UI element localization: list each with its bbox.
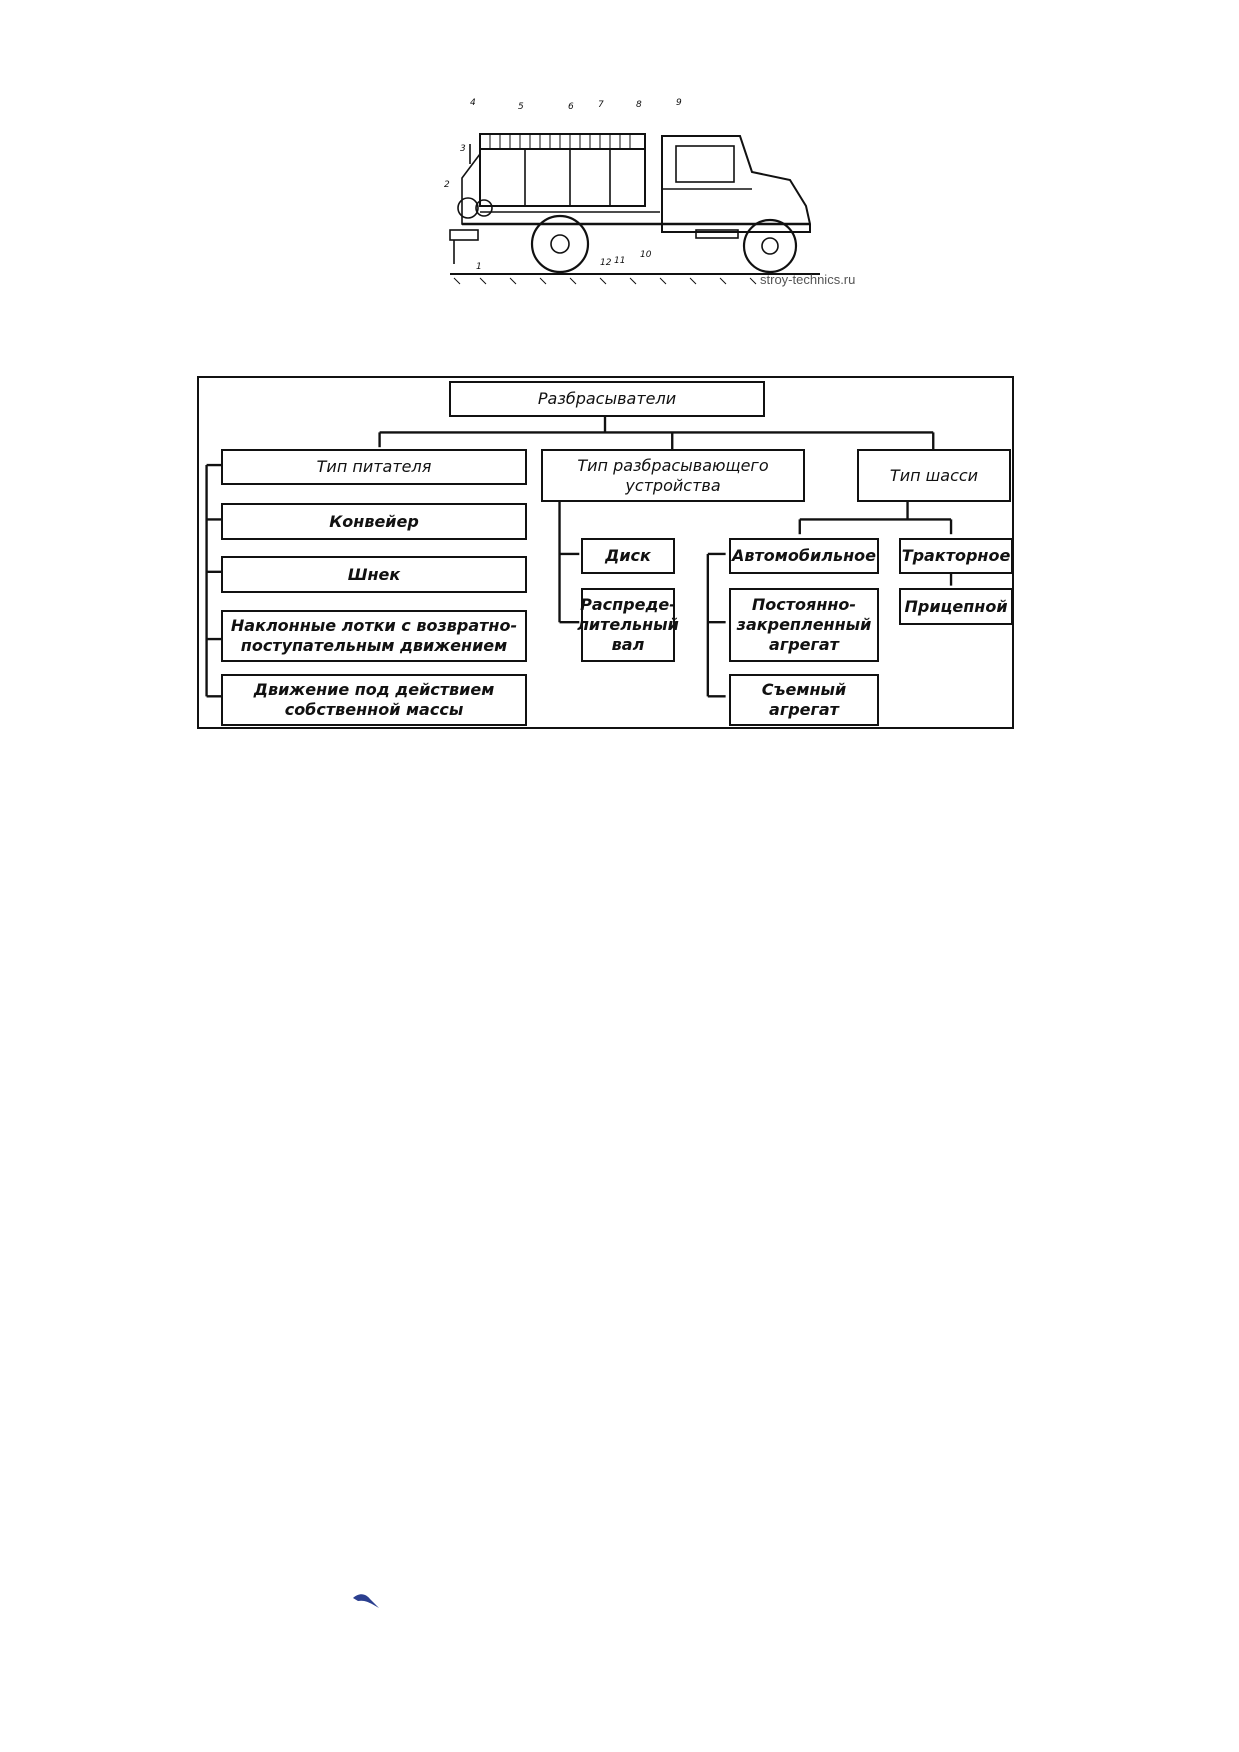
callout-5: 5 xyxy=(518,102,524,112)
watermark: stroy-technics.ru xyxy=(760,272,856,287)
callout-10: 10 xyxy=(640,250,652,260)
callout-8: 8 xyxy=(636,100,642,110)
tractor-item-trailed: Прицепной xyxy=(899,588,1013,625)
callout-3: 3 xyxy=(460,144,466,154)
feeder-item-gravity: Движение под действием собственной массы xyxy=(221,674,527,726)
callout-11: 11 xyxy=(614,256,626,266)
callout-6: 6 xyxy=(568,102,574,112)
bird-logo-icon xyxy=(352,1590,380,1610)
spreader-truck-drawing: 4 5 6 7 8 9 3 2 1 12 11 10 xyxy=(440,94,870,290)
feeder-type-box: Тип питателя xyxy=(221,449,527,485)
callout-2: 2 xyxy=(444,180,450,190)
auto-item-removable: Съемный агрегат xyxy=(729,674,879,726)
callout-1: 1 xyxy=(476,262,482,272)
feeder-item-inclined-trays: Наклонные лотки с возвратно- поступатель… xyxy=(221,610,527,662)
spreader-classification-diagram: Разбрасыватели Тип питателя Конвейер Шне… xyxy=(197,376,1014,729)
root-box: Разбрасыватели xyxy=(449,381,765,417)
callout-4: 4 xyxy=(470,98,476,108)
feeder-item-conveyor: Конвейер xyxy=(221,503,527,540)
chassis-automotive-box: Автомобильное xyxy=(729,538,879,574)
spreader-item-disc: Диск xyxy=(581,538,675,574)
callout-7: 7 xyxy=(598,100,604,110)
callout-9: 9 xyxy=(676,98,682,108)
chassis-tractor-box: Тракторное xyxy=(899,538,1013,574)
chassis-type-box: Тип шасси xyxy=(857,449,1011,502)
feeder-item-auger: Шнек xyxy=(221,556,527,593)
spreading-device-type-box: Тип разбрасывающего устройства xyxy=(541,449,805,502)
spreader-item-distribution-shaft: Распреде- лительный вал xyxy=(577,588,679,662)
auto-item-permanent: Постоянно- закрепленный агрегат xyxy=(729,588,879,662)
callout-12: 12 xyxy=(600,258,612,268)
